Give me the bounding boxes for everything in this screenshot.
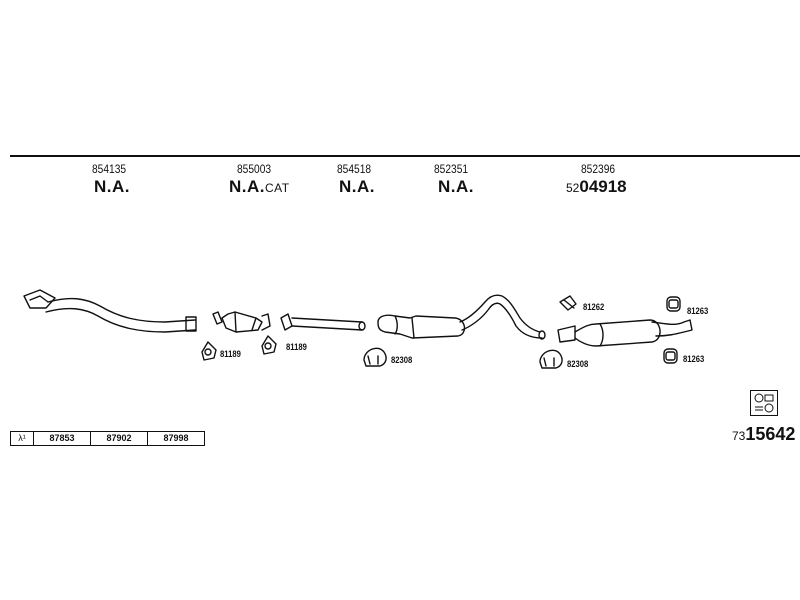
ring-label-1: 81263: [687, 306, 709, 316]
part-number-854135: 854135: [92, 162, 127, 176]
clamp-icon-1: [363, 347, 387, 367]
part-number-854518: 854518: [337, 162, 372, 176]
gasket-icon-2: [261, 335, 277, 355]
part-status-852351: N.A.: [438, 177, 474, 196]
rubber-ring-icon-1: [666, 296, 681, 312]
clamp-icon-2: [539, 349, 563, 369]
part-number-852396: 852396: [581, 162, 616, 176]
lambda-code-1: 87853: [34, 432, 91, 445]
lambda-sensor-table: λ¹ 87853 87902 87998: [10, 431, 205, 446]
lambda-code-3: 87998: [163, 433, 189, 443]
hanger-icon: [559, 295, 577, 311]
lambda-symbol: λ¹: [11, 432, 34, 445]
part-status-855003: N.A.CAT: [229, 177, 290, 196]
lambda-code-2: 87902: [91, 432, 148, 445]
top-rule: [10, 155, 800, 157]
intermediate-pipe-drawing: [280, 313, 366, 331]
clamp-label-2: 82308: [567, 359, 589, 369]
catalytic-converter-drawing: [212, 311, 271, 333]
gasket-icon-1: [201, 341, 217, 361]
part-status-854135: N.A.: [94, 177, 130, 196]
ring-label-2: 81263: [683, 354, 705, 364]
middle-silencer-drawing: [377, 294, 546, 340]
gasket-label-1: 81189: [220, 349, 241, 359]
gasket-label-2: 81189: [286, 342, 307, 352]
front-pipe-drawing: [23, 289, 197, 333]
clamp-label-1: 82308: [391, 355, 413, 365]
part-number-852351: 852351: [434, 162, 469, 176]
rear-silencer-drawing: [557, 319, 693, 347]
rubber-ring-icon-2: [663, 348, 678, 364]
diagram-reference-number: 7315642: [732, 424, 796, 444]
part-status-854518: N.A.: [339, 177, 375, 196]
hanger-label: 81262: [583, 302, 605, 312]
mounting-kit-icon: [750, 390, 778, 416]
reference-number-852396: 5204918: [566, 177, 627, 196]
part-number-855003: 855003: [237, 162, 272, 176]
